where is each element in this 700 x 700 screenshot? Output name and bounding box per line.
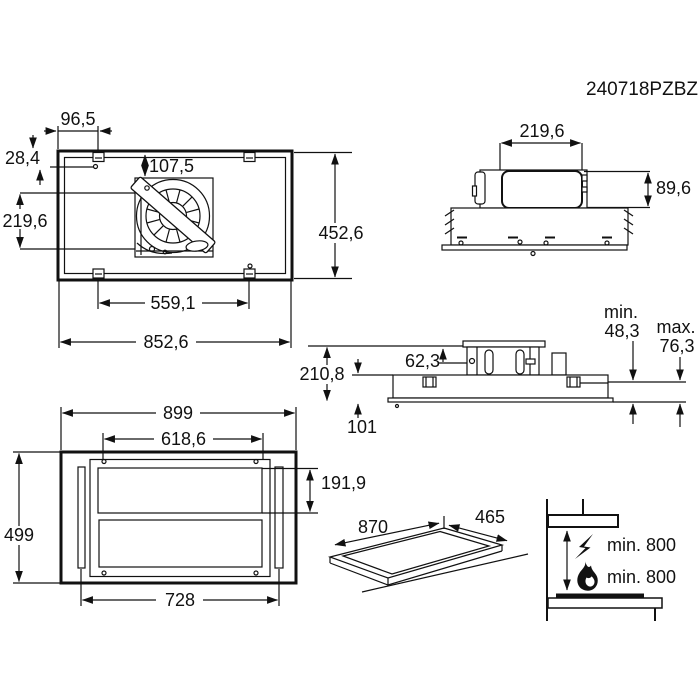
fan-icon — [130, 176, 216, 258]
lightning-icon — [575, 534, 593, 559]
mounting-bracket — [92, 151, 256, 279]
clearance-gas: min. 800 — [607, 567, 676, 587]
mounting-bracket — [422, 376, 581, 388]
dim-duct-width: 219,6 — [519, 121, 564, 141]
label-background — [136, 332, 196, 352]
dim-body-depth: 499 — [4, 525, 34, 545]
dim-duct-height: 89,6 — [656, 178, 691, 198]
label-background — [145, 293, 202, 313]
label-background — [0, 209, 48, 229]
duct-side-view: 219,6 89,6 — [441, 121, 691, 257]
dim-housing-height: 101 — [347, 417, 377, 437]
dim-bracket-offset: 96,5 — [60, 109, 95, 129]
top-view-plan: 96,5 28,4 107,5 219,6 452,6 559,1 852,6 — [0, 109, 370, 352]
dim-width: 852,6 — [143, 332, 188, 352]
dim-motor-height: 62,3 — [405, 351, 440, 371]
dim-depth: 452,6 — [318, 223, 363, 243]
dim-max-value: 76,3 — [659, 336, 694, 356]
bottom-view-filters: 899 618,6 191,9 499 728 — [1, 403, 366, 610]
ceiling-hatch-marks — [444, 209, 634, 235]
dim-body-width: 899 — [163, 403, 193, 423]
panel-perspective-view: 870 465 — [327, 507, 529, 593]
label-background — [156, 590, 203, 609]
dim-total-height: 210,8 — [299, 364, 344, 384]
flame-icon — [577, 561, 598, 591]
drawing-code: 240718PZBZ — [586, 79, 698, 100]
clearance-electric: min. 800 — [607, 535, 676, 555]
dim-fan-span: 219,6 — [2, 211, 47, 231]
label-background — [1, 526, 37, 545]
dim-filter-width: 618,6 — [161, 429, 206, 449]
side-view-installed: 210,8 62,3 101 min. 48,3 max. 76,3 — [297, 302, 696, 437]
dim-panel-span: 728 — [165, 590, 195, 610]
dim-filter-height: 191,9 — [321, 473, 366, 493]
dim-fan-offset: 107,5 — [149, 156, 194, 176]
dim-max-label: max. — [656, 317, 695, 337]
label-background — [312, 223, 370, 243]
label-background — [154, 430, 213, 449]
dim-min-label: min. — [604, 302, 638, 322]
label-background — [156, 403, 200, 422]
cooktop-body — [547, 597, 663, 609]
dim-panel-width: 465 — [475, 507, 505, 527]
flame-inner-cutout — [585, 576, 595, 587]
dim-panel-length: 870 — [358, 517, 388, 537]
clearance-diagram: min. 800 min. 800 — [546, 499, 676, 621]
dim-bracket-spacing: 559,1 — [150, 293, 195, 313]
dim-min-value: 48,3 — [604, 321, 639, 341]
hood-symbol — [547, 514, 619, 528]
label-background — [297, 365, 346, 384]
dim-hole-offset: 28,4 — [5, 148, 40, 168]
